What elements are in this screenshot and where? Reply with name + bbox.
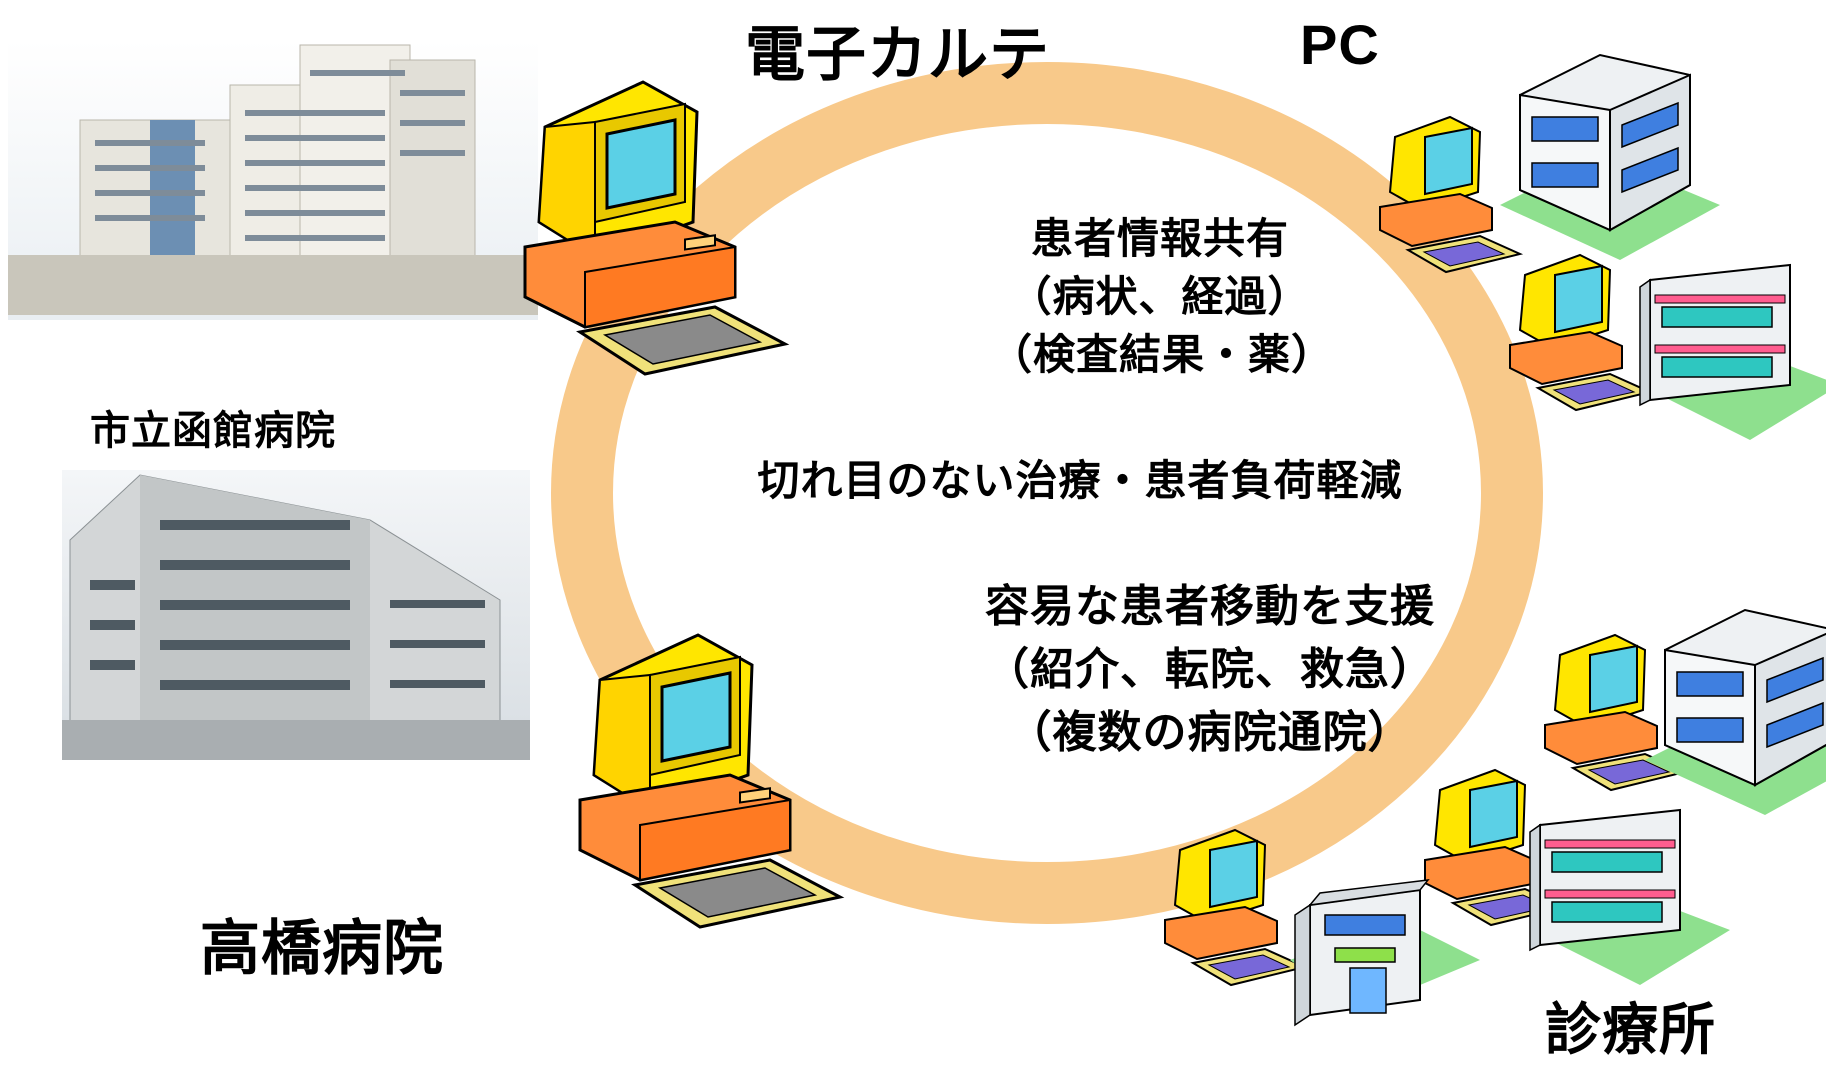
computer-icon-takahashi	[578, 633, 842, 929]
ehr-title: 電子カルテ	[745, 20, 1050, 90]
clinic-building-icon-5	[1290, 879, 1480, 1027]
computer-icon-clinic-2	[1509, 254, 1651, 411]
pc-title: PC	[1300, 13, 1380, 76]
hospital-photo-takahashi	[62, 470, 530, 760]
computer-icon-hakodate	[523, 80, 787, 376]
sharing-line-3: （検査結果・薬）	[990, 330, 1335, 379]
clinic-label: 診療所	[1545, 998, 1716, 1063]
sharing-line-2: （病状、経過）	[1009, 272, 1311, 321]
sharing-line-1: 患者情報共有	[1030, 214, 1289, 263]
support-line-3: （複数の病院通院）	[1007, 707, 1413, 758]
support-line-2: （紹介、転院、救急）	[985, 644, 1435, 695]
hospital-label-hakodate: 市立函館病院	[90, 408, 336, 454]
network-ring	[551, 62, 1543, 924]
clinic-building-icon-4	[1529, 809, 1731, 986]
clinic-building-icon-2	[1639, 264, 1826, 441]
hospital-label-takahashi: 高橋病院	[200, 914, 444, 984]
hospital-photo-hakodate	[8, 40, 538, 320]
clinic-building-icon-1	[1499, 54, 1721, 261]
clinic-building-icon-3	[1644, 609, 1826, 816]
continuous-care-text: 切れ目のない治療・患者負荷軽減	[757, 456, 1403, 505]
support-line-1: 容易な患者移動を支援	[985, 581, 1435, 632]
